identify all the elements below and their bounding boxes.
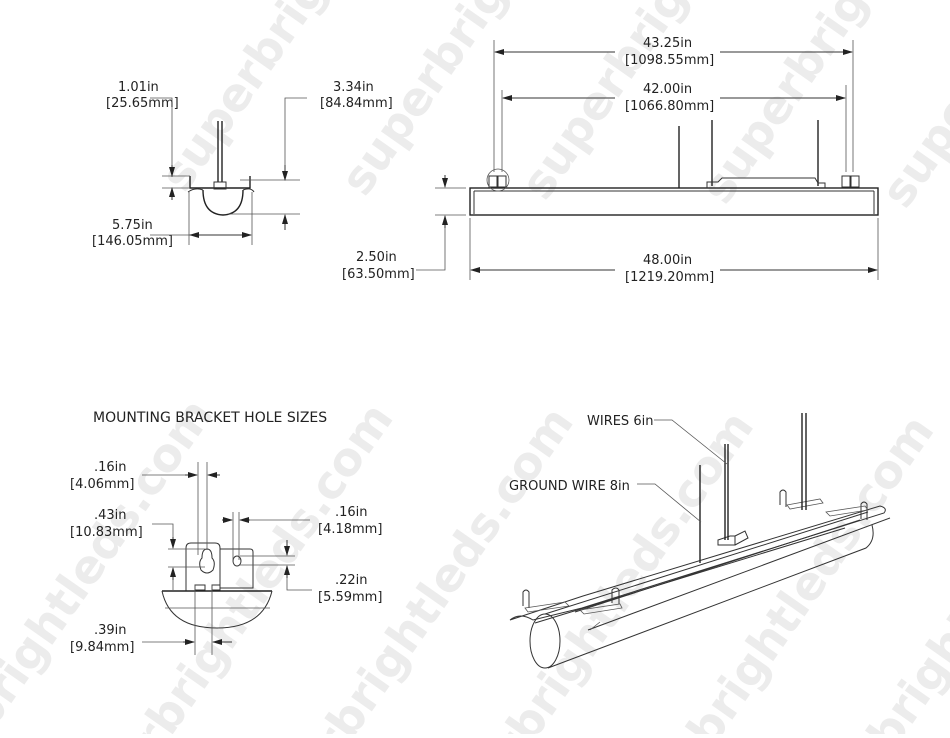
- side-view: 43.25in [1098.55mm] 42.00in [1066.80mm] …: [342, 36, 879, 285]
- dim-42-00-mm: [1066.80mm]: [625, 99, 714, 114]
- dim-0-16-mm-a: [4.06mm]: [70, 477, 134, 492]
- bracket-title: MOUNTING BRACKET HOLE SIZES: [93, 410, 327, 426]
- dim-0-16-mm-b: [4.18mm]: [318, 522, 382, 537]
- dim-0-16-in-b: .16in: [335, 505, 368, 520]
- dim-1-01-mm: [25.65mm]: [106, 96, 179, 111]
- dim-0-39-mm: [9.84mm]: [70, 640, 134, 655]
- end-view: 1.01in [25.65mm] 3.34in [84.84mm] 5.75in…: [92, 80, 393, 249]
- dim-43-25-mm: [1098.55mm]: [625, 53, 714, 68]
- dim-0-39-in: .39in: [94, 623, 127, 638]
- dim-43-25-in: 43.25in: [643, 36, 692, 51]
- dim-5-75-in: 5.75in: [112, 218, 153, 233]
- dim-48-00-in: 48.00in: [643, 253, 692, 268]
- callout-ground-wire: GROUND WIRE 8in: [509, 479, 630, 494]
- dim-0-22-mm: [5.59mm]: [318, 590, 382, 605]
- dim-42-00-in: 42.00in: [643, 82, 692, 97]
- isometric-view: WIRES 6in GROUND WIRE 8in: [509, 413, 891, 669]
- dim-48-00-mm: [1219.20mm]: [625, 270, 714, 285]
- dim-0-43-mm: [10.83mm]: [70, 525, 143, 540]
- dim-3-34-in: 3.34in: [333, 80, 374, 95]
- dim-0-43-in: .43in: [94, 508, 127, 523]
- dim-2-50-mm: [63.50mm]: [342, 267, 415, 282]
- dim-2-50-in: 2.50in: [356, 250, 397, 265]
- dim-0-16-in-a: .16in: [94, 460, 127, 475]
- dim-0-22-in: .22in: [335, 573, 368, 588]
- dim-3-34-mm: [84.84mm]: [320, 96, 393, 111]
- bracket-view: MOUNTING BRACKET HOLE SIZES .16in [4.06m…: [70, 410, 382, 655]
- dim-5-75-mm: [146.05mm]: [92, 234, 173, 249]
- callout-wires: WIRES 6in: [587, 414, 653, 429]
- watermark-text: superbrightleds.com: [870, 0, 950, 217]
- dim-1-01-in: 1.01in: [118, 80, 159, 95]
